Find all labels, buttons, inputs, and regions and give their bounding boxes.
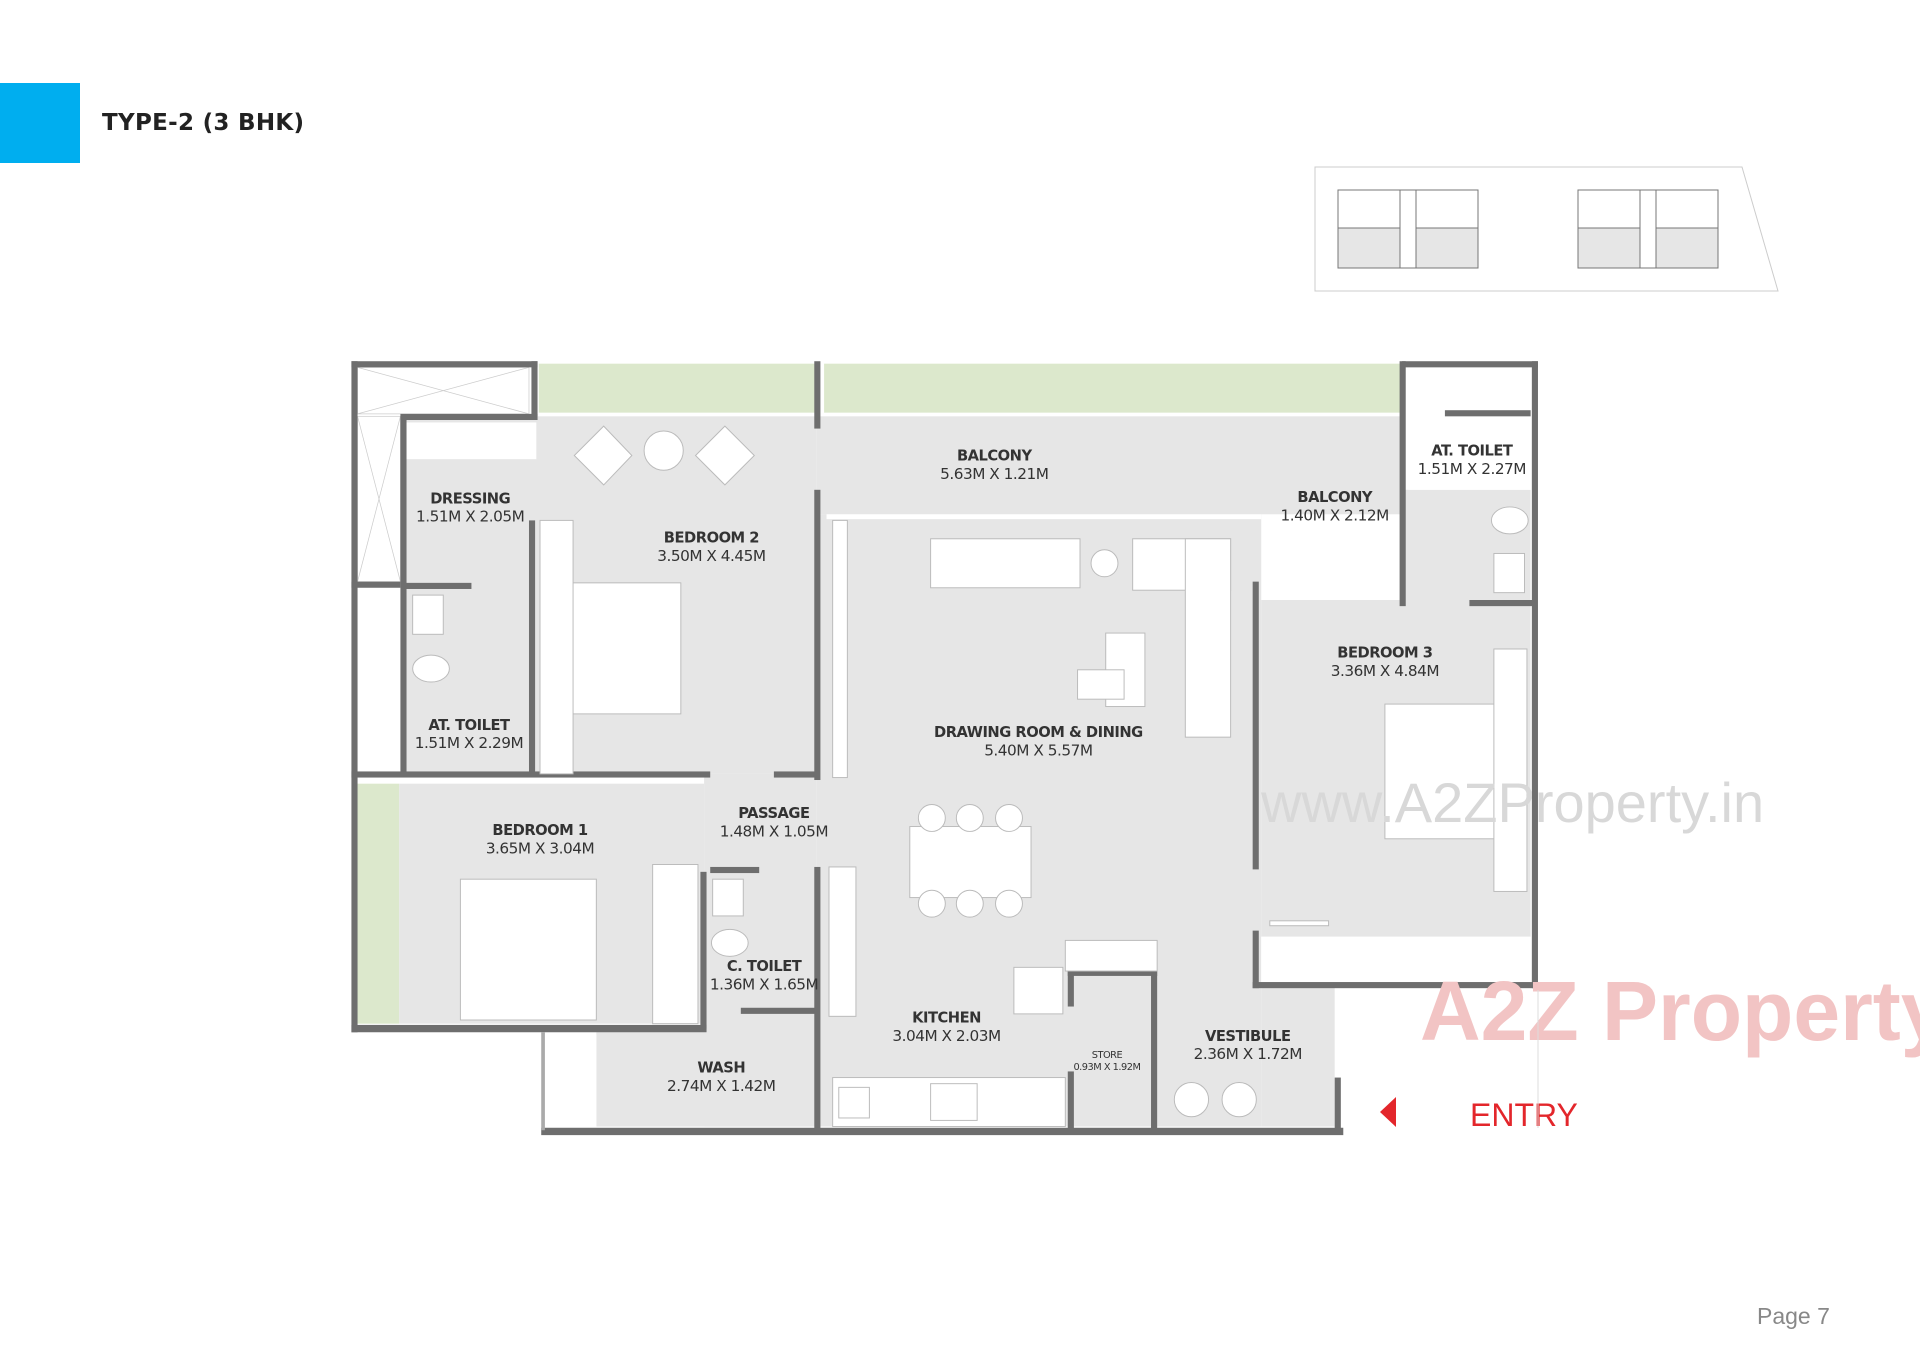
room-size: 2.74M X 1.42M <box>667 1077 775 1095</box>
entry-arrow-icon <box>1380 1097 1396 1127</box>
room-size: 3.50M X 4.45M <box>657 547 765 565</box>
room-name: AT. TOILET <box>1431 443 1513 460</box>
room-labels: BALCONY 5.63M X 1.21M AT. TOILET 1.51M X… <box>415 443 1527 1096</box>
room-name: STORE <box>1092 1050 1123 1061</box>
room-name: C. TOILET <box>727 958 802 975</box>
key-plan <box>1314 166 1779 292</box>
page-number: Page 7 <box>1757 1303 1830 1329</box>
room-size: 1.40M X 2.12M <box>1281 506 1389 524</box>
sofa <box>930 538 1081 589</box>
room-size: 1.51M X 2.27M <box>1418 460 1526 478</box>
room-name: PASSAGE <box>738 805 809 822</box>
entry-label: ENTRY <box>1470 1097 1578 1133</box>
room-size: 3.65M X 3.04M <box>486 839 594 857</box>
room-size: 1.36M X 1.65M <box>710 975 818 993</box>
room-size: 1.51M X 2.05M <box>416 508 524 526</box>
walls <box>351 361 1538 1136</box>
dining-table <box>909 826 1032 899</box>
room-name: BEDROOM 2 <box>664 529 759 546</box>
room-name: KITCHEN <box>912 1009 981 1026</box>
room-size: 5.63M X 1.21M <box>940 465 1048 483</box>
room-size: 2.36M X 1.72M <box>1194 1045 1302 1063</box>
room-name: AT. TOILET <box>428 717 510 734</box>
room-name: VESTIBULE <box>1205 1028 1291 1045</box>
room-size: 5.40M X 5.57M <box>984 742 1092 760</box>
room-size: 1.51M X 2.29M <box>415 734 523 752</box>
room-size: 3.36M X 4.84M <box>1331 662 1439 680</box>
watermark-logo: A2Z Property <box>1420 964 1920 1058</box>
watermark-url: www.A2ZProperty.in <box>1260 771 1764 834</box>
room-name: BEDROOM 3 <box>1337 645 1433 662</box>
room-name: BALCONY <box>957 447 1033 464</box>
landscape-strips <box>352 363 1403 1024</box>
room-size: 3.04M X 2.03M <box>892 1027 1000 1045</box>
room-name: WASH <box>697 1060 745 1077</box>
room-size: 0.93M X 1.92M <box>1073 1062 1140 1073</box>
room-name: DRESSING <box>430 490 510 507</box>
room-name: DRAWING ROOM & DINING <box>934 724 1143 741</box>
room-name: BALCONY <box>1297 489 1373 506</box>
bed-bedroom-1 <box>459 878 597 1021</box>
furniture <box>412 425 1529 1128</box>
room-name: BEDROOM 1 <box>492 822 588 839</box>
room-size: 1.48M X 1.05M <box>720 822 828 840</box>
page-title: TYPE-2 (3 BHK) <box>102 110 305 136</box>
accent-block <box>0 83 80 163</box>
